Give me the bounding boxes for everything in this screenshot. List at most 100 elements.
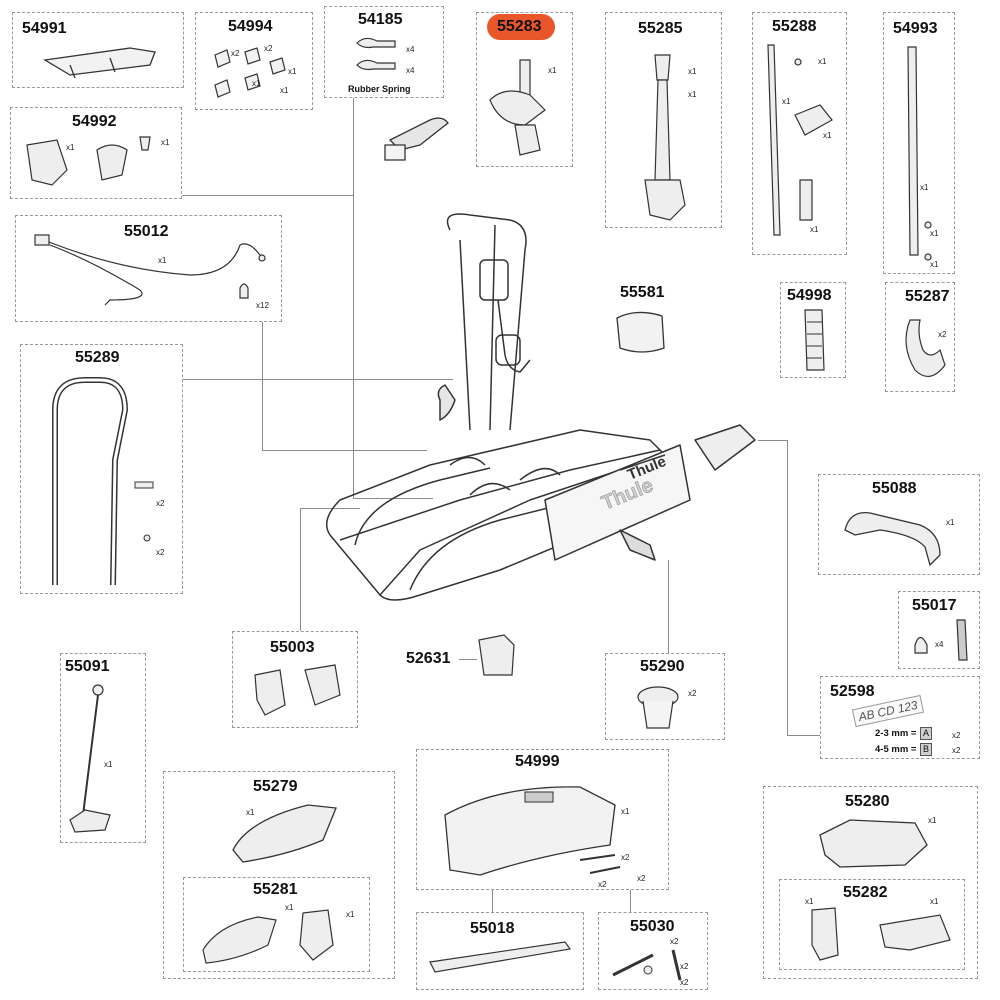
part-number: 54991 <box>22 20 67 37</box>
quantity-label: x2 <box>231 49 240 58</box>
part-illustration <box>637 686 679 729</box>
part-illustration <box>214 47 286 98</box>
quantity-label: x1 <box>66 143 75 152</box>
leader-line <box>787 735 820 736</box>
part-number: 55017 <box>912 597 957 614</box>
part-box-55091 <box>60 653 146 843</box>
part-box-55017 <box>898 591 980 669</box>
quantity-label: x4 <box>406 45 415 54</box>
part-illustration <box>914 619 968 661</box>
leader-line <box>787 440 788 735</box>
part-illustration <box>616 311 665 353</box>
part-illustration <box>232 804 337 863</box>
part-illustration <box>844 511 941 567</box>
quantity-label: x1 <box>920 183 929 192</box>
quantity-label: x1 <box>104 760 113 769</box>
part-number: 55091 <box>65 658 110 675</box>
part-number: 55281 <box>253 881 298 898</box>
quantity-label: x1 <box>782 97 791 106</box>
part-box-54993 <box>883 12 955 274</box>
part-illustration <box>489 59 546 156</box>
quantity-label: x2 <box>156 548 165 557</box>
part-number-highlighted: 55283 <box>497 18 542 35</box>
part-illustration <box>429 941 572 973</box>
part-number: 52631 <box>406 650 451 667</box>
part-illustration <box>52 377 154 586</box>
part-number: 55285 <box>638 20 683 37</box>
part-illustration <box>26 136 151 186</box>
quantity-label: x2 <box>952 731 961 740</box>
part-box-54185 <box>324 6 444 98</box>
part-box-55289 <box>20 344 183 594</box>
quantity-label: x1 <box>280 86 289 95</box>
part-number: 52598 <box>830 683 875 700</box>
part-number: 55012 <box>124 223 169 240</box>
quantity-label: x1 <box>928 816 937 825</box>
leader-line <box>300 508 301 631</box>
part-number: 55030 <box>630 918 675 935</box>
highlight-badge <box>487 14 555 40</box>
clamp-lever-illustration <box>384 117 449 161</box>
quantity-label: x2 <box>637 874 646 883</box>
part-illustration <box>202 909 334 964</box>
spacer-badge-b: B <box>920 743 932 756</box>
quantity-label: x1 <box>548 66 557 75</box>
part-number: 55279 <box>253 778 298 795</box>
leader-line <box>459 659 477 660</box>
quantity-label: x1 <box>621 807 630 816</box>
part-number: 54185 <box>358 11 403 28</box>
spacer-note: 4-5 mm = <box>875 744 917 755</box>
quantity-label: x1 <box>688 67 697 76</box>
part-illustration <box>356 37 396 71</box>
part-illustration <box>804 309 825 371</box>
part-box-55290 <box>605 653 725 740</box>
quantity-label: x2 <box>264 44 273 53</box>
quantity-label: x1 <box>823 131 832 140</box>
part-box-54991 <box>12 12 184 88</box>
quantity-label: x1 <box>158 256 167 265</box>
part-label: Rubber Spring <box>348 84 411 94</box>
part-number: 55003 <box>270 639 315 656</box>
part-number: 55018 <box>470 920 515 937</box>
quantity-label: x1 <box>688 90 697 99</box>
quantity-label: x12 <box>256 301 269 310</box>
quantity-label: x1 <box>346 910 355 919</box>
quantity-label: x4 <box>406 66 415 75</box>
leader-line <box>758 440 788 441</box>
spacer-note: 2-3 mm = <box>875 728 917 739</box>
quantity-label: x1 <box>930 260 939 269</box>
part-number: 54999 <box>515 753 560 770</box>
quantity-label: x1 <box>810 225 819 234</box>
leader-line <box>492 890 493 912</box>
part-number: 55581 <box>620 284 665 301</box>
quantity-label: x1 <box>288 67 297 76</box>
part-illustration <box>811 907 951 961</box>
part-number: 55088 <box>872 480 917 497</box>
quantity-label: x1 <box>818 57 827 66</box>
leader-line <box>300 508 360 509</box>
leader-line <box>183 379 453 380</box>
quantity-label: x1 <box>252 79 261 88</box>
part-illustration <box>907 46 932 261</box>
leader-line <box>668 560 669 654</box>
part-illustration <box>905 319 946 377</box>
leader-line <box>353 97 354 499</box>
part-illustration <box>254 664 341 716</box>
leader-line <box>182 195 354 196</box>
quantity-label: x2 <box>938 330 947 339</box>
quantity-label: x2 <box>670 937 679 946</box>
part-number: 55282 <box>843 884 888 901</box>
quantity-label: x1 <box>246 808 255 817</box>
spacer-badge-a: A <box>920 727 932 740</box>
quantity-label: x2 <box>156 499 165 508</box>
part-illustration <box>43 47 156 79</box>
part-number: 54998 <box>787 287 832 304</box>
part-box-55030 <box>598 912 708 990</box>
quantity-label: x2 <box>621 853 630 862</box>
part-illustration <box>444 786 621 876</box>
leader-line <box>630 890 631 912</box>
leader-line <box>262 322 263 450</box>
quantity-label: x1 <box>161 138 170 147</box>
part-number: 54993 <box>893 20 938 37</box>
quantity-label: x4 <box>935 640 944 649</box>
